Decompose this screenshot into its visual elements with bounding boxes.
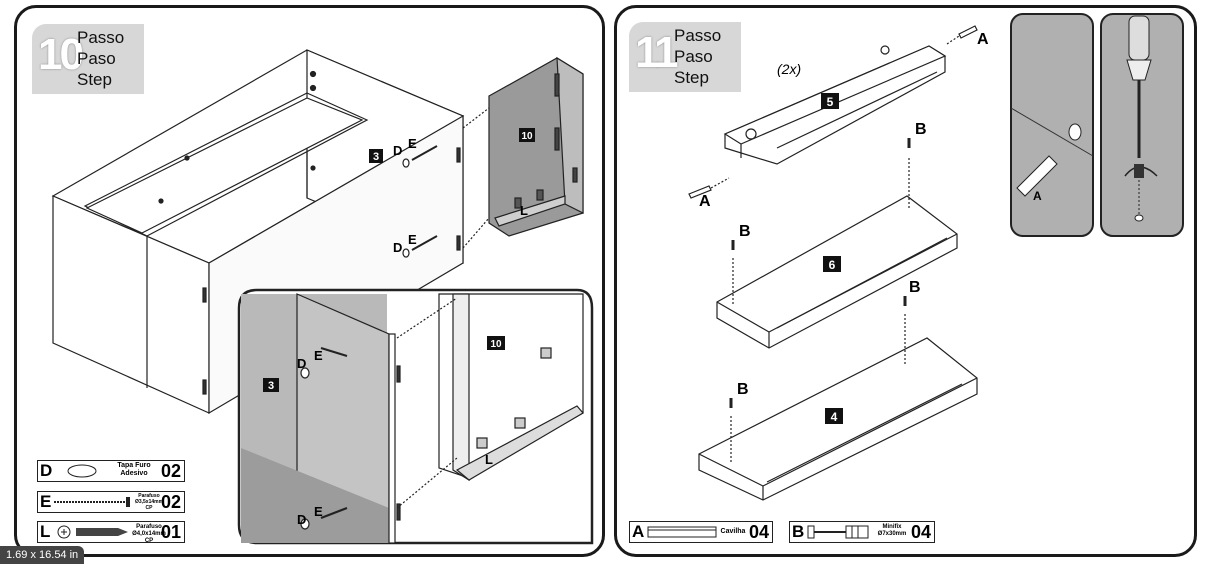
inset-callout-part-10: 10 — [490, 339, 502, 350]
part-legend-e: E Parafuso Ø3,5x14mm CP 02 — [37, 491, 185, 513]
callout-b-2: B — [739, 223, 751, 240]
dowel-icon — [647, 526, 717, 538]
step-10-label-es: Paso — [77, 49, 116, 68]
oval-cap-icon — [67, 464, 97, 478]
detail-screwdriver — [1100, 13, 1184, 237]
inset-callout-part-3: 3 — [268, 380, 274, 392]
step-11-label-pt: Passo — [674, 26, 722, 45]
callout-d-lower: D — [393, 240, 402, 255]
callout-part-4: 4 — [831, 410, 838, 424]
detail-callout-a: A — [1033, 189, 1042, 203]
callout-part-6: 6 — [829, 258, 836, 272]
callout-b-1: B — [915, 121, 927, 138]
part-e-key: E — [40, 492, 52, 511]
step-10-illustration: 3 10 D E D E L 3 10 D E D E L — [51, 49, 594, 545]
inset-callout-e-lower: E — [314, 504, 323, 519]
callout-a-left: A — [699, 193, 711, 210]
step-10-panel: 10 Passo Paso Step — [14, 5, 605, 557]
part-d-qty: 02 — [160, 461, 181, 481]
step-10-number: 10 — [38, 30, 84, 79]
callout-part-10: 10 — [521, 131, 533, 142]
part-a-name: Cavilha — [720, 528, 746, 535]
callout-d-upper: D — [393, 143, 402, 158]
screw-icon — [57, 525, 128, 539]
part-legend-l: L Parafuso Ø4,0x14mm CP 01 — [37, 521, 185, 544]
step-10-badge: 10 Passo Paso Step — [32, 24, 144, 94]
part-l-qty: 01 — [160, 522, 181, 542]
part-d-key: D — [40, 461, 53, 480]
part-e-name: Parafuso Ø3,5x14mm CP — [134, 493, 164, 511]
part-legend-b: B Minifix Ø7x30mm 04 — [789, 521, 935, 543]
inset-callout-d-lower: D — [297, 512, 306, 527]
part-d-name: Tapa Furo Adesivo — [117, 462, 151, 477]
callout-part-3: 3 — [373, 151, 379, 163]
part-legend-d: D Tapa Furo Adesivo 02 — [37, 460, 185, 482]
detail-dowel — [1010, 13, 1094, 237]
part-l-key: L — [40, 522, 51, 541]
callout-a-right: A — [977, 31, 989, 48]
step-11-label-es: Paso — [674, 47, 713, 66]
part-a-qty: 04 — [748, 522, 769, 542]
long-screw-icon — [54, 497, 130, 507]
step-10-label-en: Step — [77, 70, 112, 89]
page-dimensions-label: 1.69 x 16.54 in — [0, 546, 85, 564]
part-l-name: Parafuso Ø4,0x14mm CP — [132, 524, 166, 544]
inset-callout-l: L — [485, 452, 493, 467]
inset-callout-e-upper: E — [314, 348, 323, 363]
callout-l: L — [520, 203, 528, 218]
step-11-number: 11 — [635, 28, 678, 77]
step-11-label-en: Step — [674, 68, 709, 87]
step-11-illustration: (2x) — [688, 13, 1184, 501]
part-b-name: Minifix Ø7x30mm — [877, 524, 907, 537]
step-11-panel: 11 Passo Paso Step (2x) — [614, 5, 1197, 557]
multiplier-label: (2x) — [777, 61, 801, 77]
callout-e-upper: E — [408, 136, 417, 151]
step-11-badge: 11 Passo Paso Step — [629, 22, 741, 92]
minifix-icon — [807, 525, 869, 539]
inset-callout-d-upper: D — [297, 356, 306, 371]
step-10-label-pt: Passo — [77, 28, 125, 47]
part-e-qty: 02 — [160, 492, 181, 512]
callout-b-3: B — [909, 279, 921, 296]
part-b-key: B — [792, 522, 805, 541]
callout-b-4: B — [737, 381, 749, 398]
part-legend-a: A Cavilha 04 — [629, 521, 773, 543]
callout-part-5: 5 — [827, 95, 834, 109]
part-a-key: A — [632, 522, 645, 541]
callout-e-lower: E — [408, 232, 417, 247]
part-b-qty: 04 — [910, 522, 931, 542]
